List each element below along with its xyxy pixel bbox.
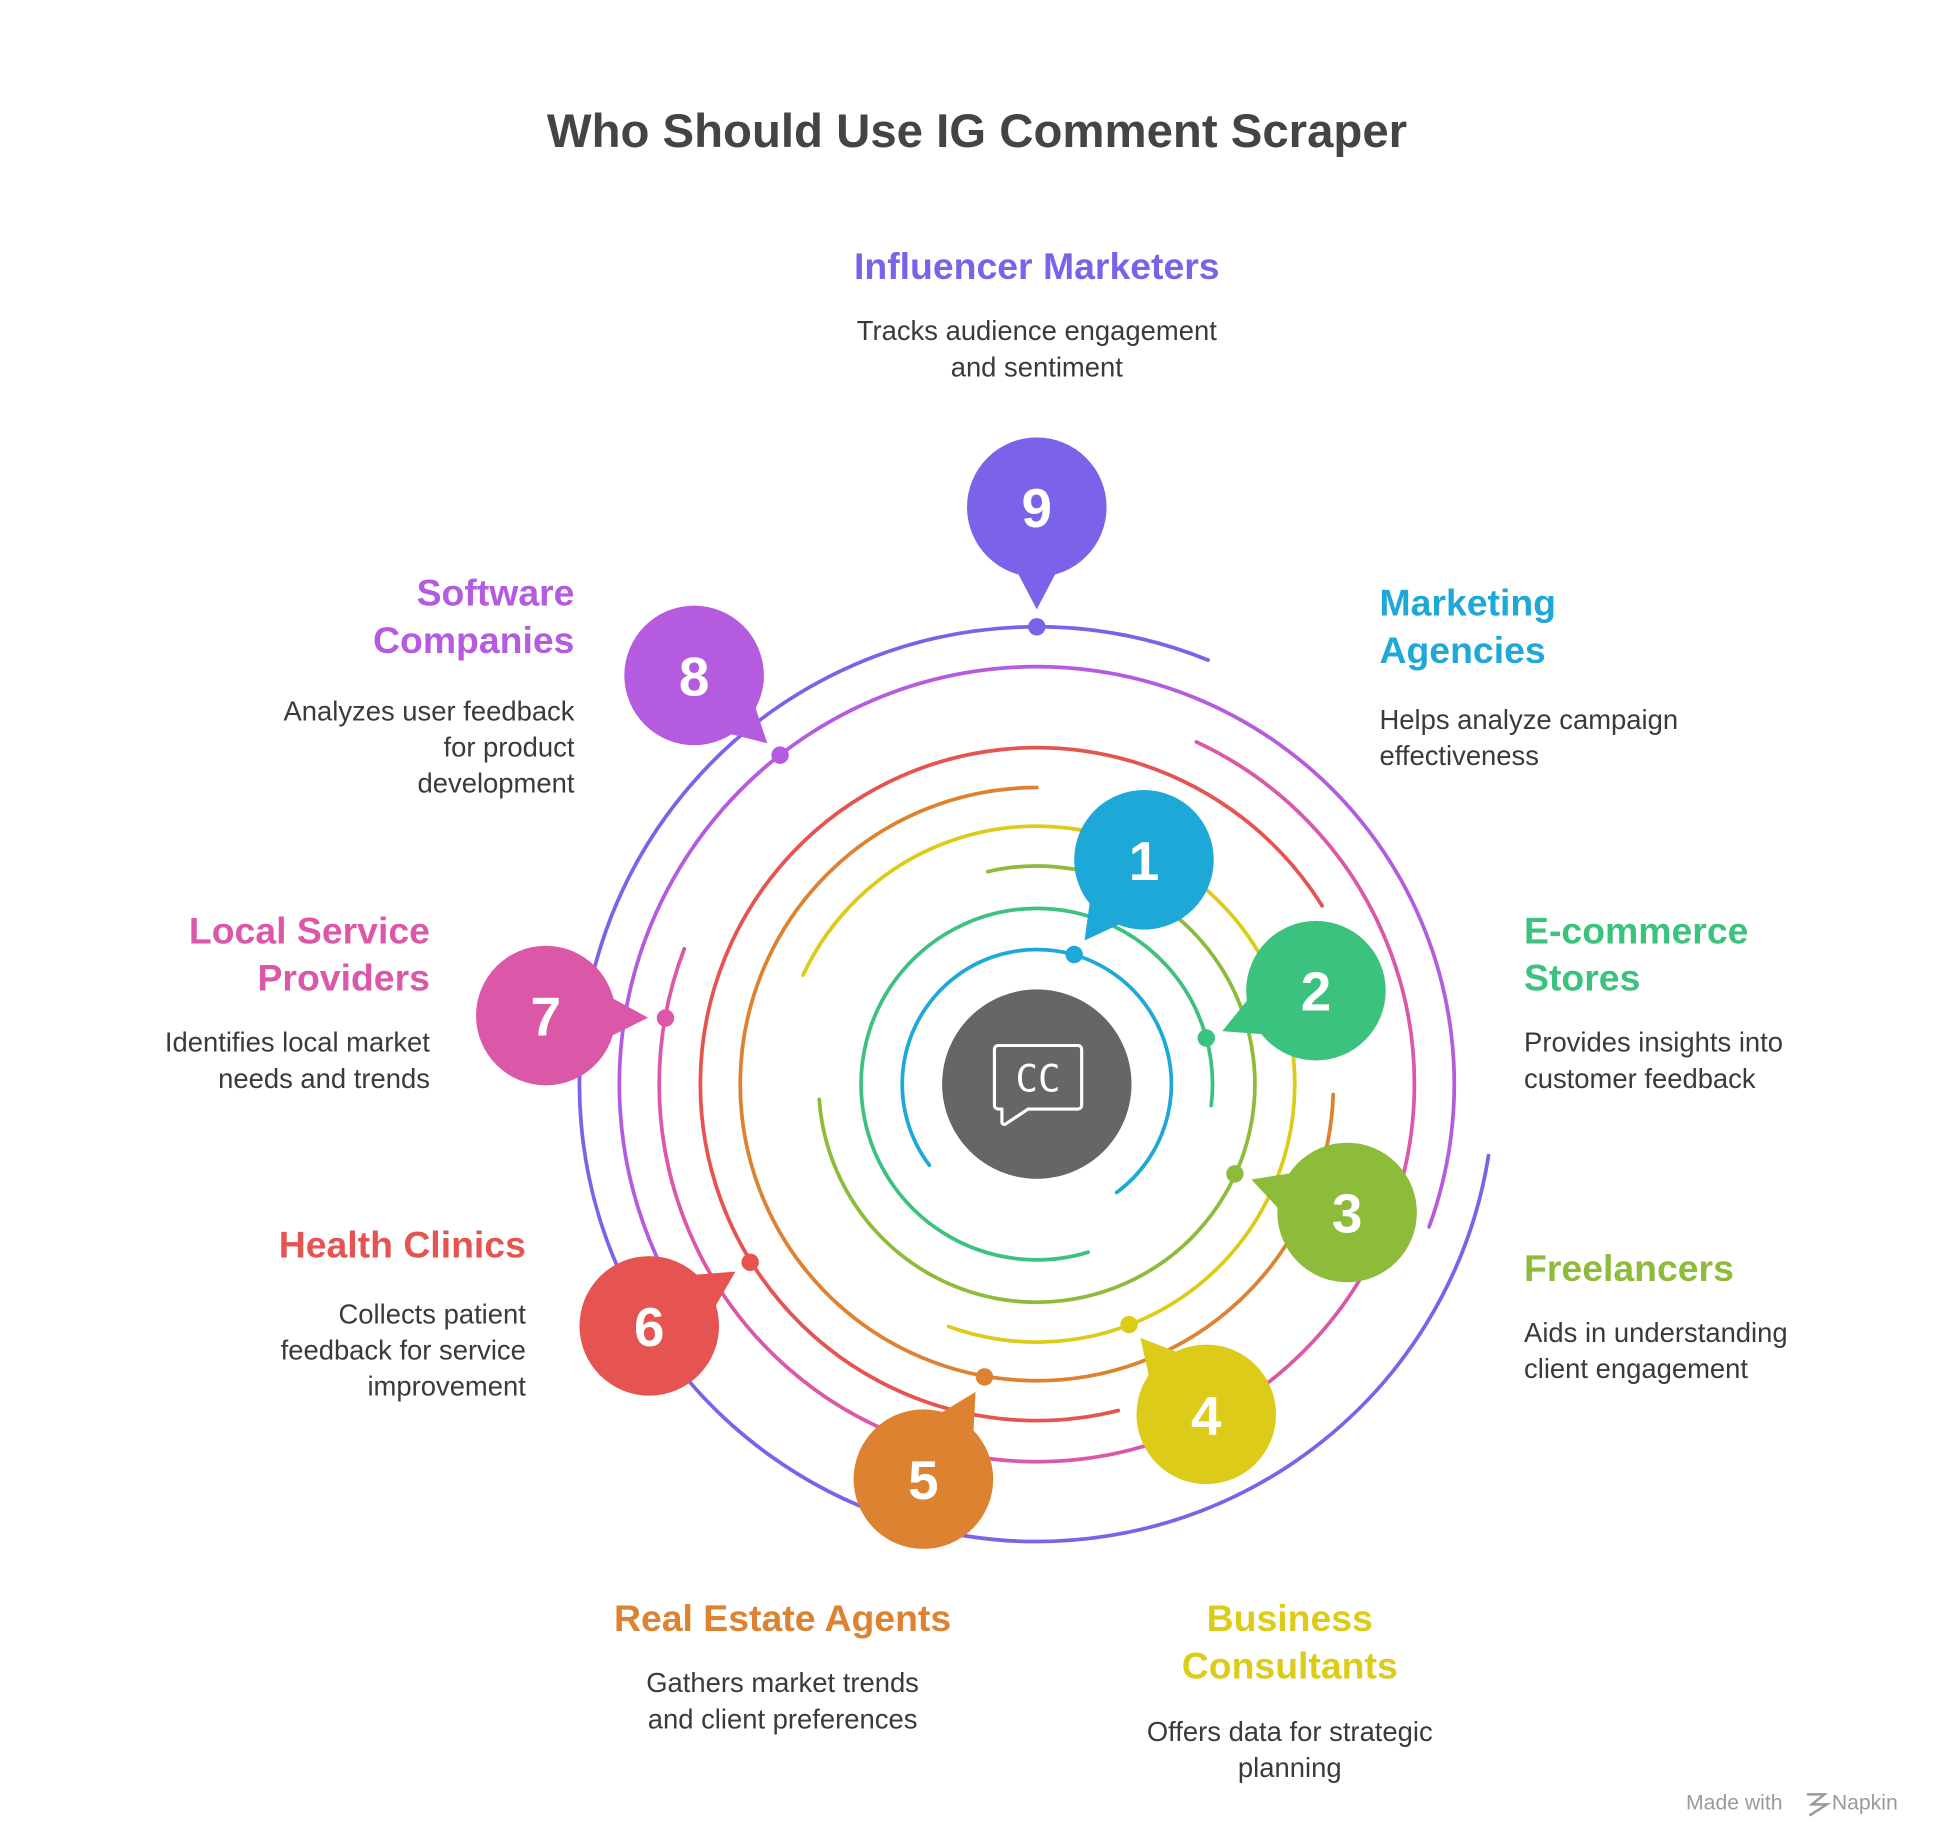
item-description: for product: [443, 731, 574, 762]
ring-5: [738, 785, 1336, 1383]
badge-4: 4: [1136, 1337, 1277, 1485]
napkin-logo-icon: [1806, 1793, 1832, 1817]
item-description: customer feedback: [1524, 1063, 1756, 1094]
item-description: Identifies local market: [165, 1027, 430, 1058]
ring-2: [859, 906, 1215, 1262]
item-title: Freelancers: [1524, 1247, 1734, 1289]
ring-dot-9: [1028, 618, 1046, 636]
badge-number: 4: [1191, 1384, 1222, 1446]
footer-made-with: Made with: [1686, 1791, 1783, 1814]
item-description: Collects patient: [338, 1298, 526, 1329]
diagram-title: Who Should Use IG Comment Scraper: [547, 105, 1407, 158]
badge-7: 7: [476, 945, 649, 1086]
badge-2: 2: [1222, 920, 1386, 1061]
badge-number: 8: [679, 645, 710, 707]
ring-dot-7: [656, 1009, 675, 1027]
item-description: planning: [1238, 1752, 1342, 1783]
item-title: Agencies: [1379, 629, 1545, 671]
badge-circle: [476, 945, 616, 1086]
badge-number: 1: [1129, 830, 1160, 892]
item-title: Real Estate Agents: [614, 1597, 951, 1639]
badge-circle: [853, 1409, 994, 1549]
badge-number: 6: [634, 1296, 665, 1358]
item-title: E-commerce: [1524, 909, 1748, 951]
item-title: Business: [1207, 1597, 1373, 1639]
badge-circle: [967, 437, 1107, 577]
ring-dot-5: [975, 1368, 994, 1386]
item-description: development: [418, 768, 575, 799]
ring-8: [617, 664, 1457, 1295]
badge-3: 3: [1251, 1142, 1417, 1283]
badges: 1 2 3 4 5 6 7 8 9: [476, 437, 1417, 1549]
item-title: Health Clinics: [279, 1223, 526, 1265]
badge-number: 3: [1332, 1182, 1363, 1244]
item-description: Helps analyze campaign: [1379, 704, 1678, 735]
item-description: improvement: [367, 1371, 526, 1402]
badge-6: 6: [579, 1256, 736, 1396]
badge-circle: [1277, 1142, 1417, 1283]
item-description: Aids in understanding: [1524, 1317, 1788, 1348]
item-description: Provides insights into: [1524, 1027, 1783, 1058]
footer: Made with Napkin: [1686, 1791, 1898, 1817]
badge-number: 2: [1301, 961, 1332, 1023]
ring-1: [900, 947, 1174, 1195]
item-title: Software: [417, 572, 575, 614]
item-description: Offers data for strategic: [1147, 1716, 1433, 1747]
footer-brand: Napkin: [1832, 1791, 1898, 1814]
badge-circle: [1136, 1344, 1277, 1485]
item-title: Stores: [1524, 957, 1640, 999]
ring-dot-2: [1197, 1029, 1215, 1047]
badge-number: 7: [531, 986, 562, 1048]
item-title: Local Service: [189, 909, 430, 951]
item-title: Influencer Marketers: [854, 245, 1220, 287]
item-description: and client preferences: [648, 1703, 918, 1734]
item-title: Marketing: [1379, 582, 1556, 624]
badge-circle: [579, 1256, 720, 1396]
badge-circle: [1246, 920, 1386, 1061]
badge-circle: [1074, 790, 1214, 930]
item-description: Gathers market trends: [646, 1667, 919, 1698]
item-description: and sentiment: [951, 351, 1124, 382]
ring-dot-6: [741, 1253, 759, 1272]
item-description: Tracks audience engagement: [857, 315, 1217, 346]
item-title: Consultants: [1182, 1645, 1398, 1687]
ring-6: [698, 745, 1325, 1423]
ring-dot-4: [1120, 1315, 1138, 1334]
center-hub: CC: [942, 989, 1132, 1179]
item-description: Analyzes user feedback: [283, 695, 574, 726]
center-circle: [942, 989, 1132, 1179]
ring-dot-3: [1226, 1165, 1244, 1183]
badge-number: 5: [908, 1449, 939, 1511]
item-description: effectiveness: [1379, 740, 1538, 771]
item-description: feedback for service: [281, 1335, 526, 1366]
center-icon-text: CC: [1016, 1057, 1061, 1101]
badge-8: 8: [624, 605, 768, 746]
closed-caption-comment-icon: CC: [992, 1043, 1084, 1126]
ring-dot-8: [771, 746, 789, 764]
item-description: client engagement: [1524, 1353, 1748, 1384]
badge-circle: [624, 605, 764, 746]
ring-dot-1: [1065, 945, 1083, 964]
badge-1: 1: [1074, 790, 1214, 941]
badge-9: 9: [967, 437, 1107, 610]
item-description: needs and trends: [218, 1063, 430, 1094]
item-title: Providers: [257, 957, 429, 999]
item-title: Companies: [373, 619, 574, 661]
badge-5: 5: [853, 1391, 994, 1549]
badge-number: 9: [1022, 477, 1053, 539]
